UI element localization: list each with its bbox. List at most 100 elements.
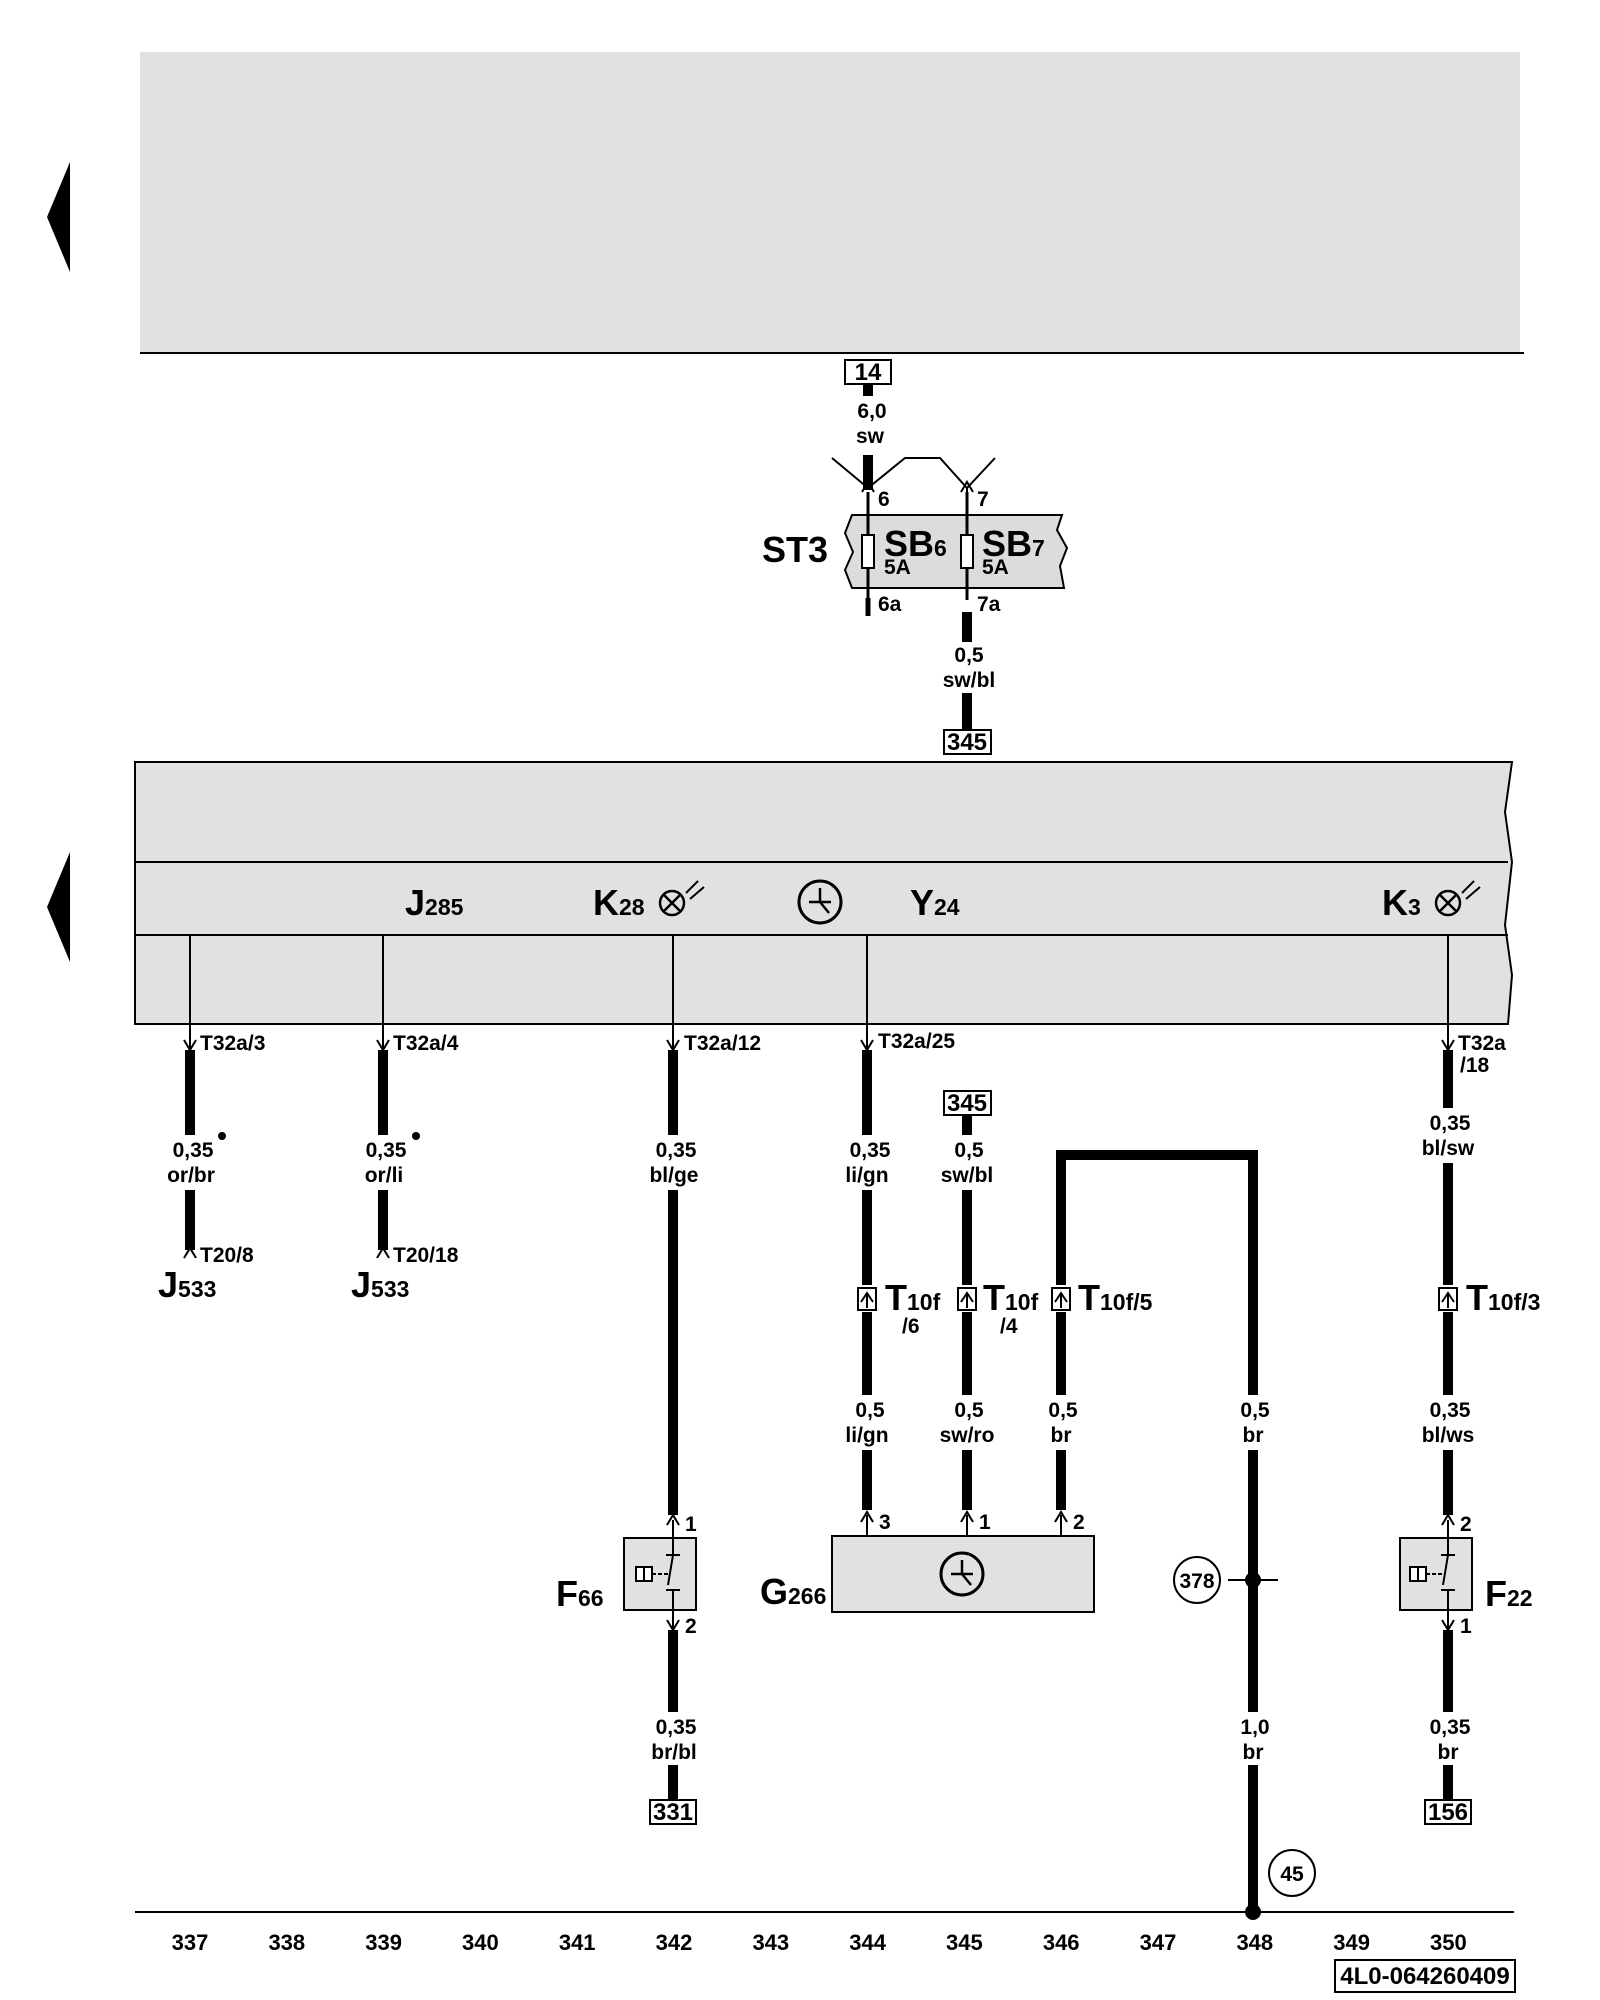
fuse-out-wire-size: 0,5 <box>954 644 984 667</box>
connector-box-14-label: 14 <box>855 359 882 386</box>
w4-connector-icon <box>857 1287 877 1311</box>
ruler-number: 349 <box>1333 1930 1370 1955</box>
control-unit-j285 <box>134 761 1514 1025</box>
ruler-number: 339 <box>365 1930 402 1955</box>
previous-page-arrow-icon[interactable] <box>47 162 70 272</box>
w2-color: or/li <box>365 1164 404 1187</box>
w4-size: 0,35 <box>850 1139 891 1162</box>
y24-clock-icon <box>797 879 843 925</box>
ruler-number: 343 <box>752 1930 789 1955</box>
ground-point-45 <box>1268 1849 1316 1897</box>
w5-size2: 0,5 <box>954 1399 984 1422</box>
fuse-holder-st3 <box>843 514 1069 589</box>
fuse-sb6-pin-out: 6a <box>878 593 902 616</box>
w3-size: 0,35 <box>656 1139 697 1162</box>
g266-label: G266 <box>760 1571 826 1612</box>
w8-color3: br <box>1438 1741 1459 1764</box>
g266-pin-2: 2 <box>1073 1511 1085 1534</box>
ruler-number: 346 <box>1043 1930 1080 1955</box>
w2-end-pin: T20/18 <box>393 1244 459 1267</box>
g266-clock-icon <box>939 1551 985 1597</box>
w6-color2: br <box>1051 1424 1072 1447</box>
ruler-number: 345 <box>946 1930 983 1955</box>
w6-connector-label: T10f/5 <box>1078 1277 1153 1318</box>
w1-pin: T32a/3 <box>200 1032 265 1055</box>
f22-pin-bottom: 1 <box>1460 1615 1472 1638</box>
w1-size: 0,35 <box>173 1139 214 1162</box>
f22-switch <box>1399 1537 1473 1611</box>
fuse-sb6-label: SB6 <box>884 523 947 564</box>
w4-color2: li/gn <box>845 1424 888 1447</box>
f66-pin-top: 1 <box>685 1513 697 1536</box>
w5-color: sw/bl <box>941 1164 994 1187</box>
f22-pin-top: 2 <box>1460 1513 1472 1536</box>
ruler-number: 348 <box>1236 1930 1273 1955</box>
f22-label: F22 <box>1485 1573 1533 1614</box>
ref-box-331 <box>649 1799 697 1825</box>
fuse-sb7-rating: 5A <box>982 556 1009 579</box>
previous-page-arrow-icon-2[interactable] <box>47 852 70 962</box>
ref-box-345-top-label: 345 <box>947 729 987 756</box>
k3-label: K3 <box>1382 882 1421 923</box>
splice-bridge <box>831 457 996 490</box>
w5-connector-label: T10f <box>983 1277 1039 1318</box>
w1-end-component: J533 <box>158 1264 216 1305</box>
w8-size2: 0,35 <box>1430 1399 1471 1422</box>
w7-color2: br <box>1243 1741 1264 1764</box>
w3-pin: T32a/12 <box>684 1032 761 1055</box>
fuse-sb6-icon <box>861 534 875 569</box>
w4-connector-pin: /6 <box>902 1315 920 1338</box>
w8-color2: bl/ws <box>1422 1424 1475 1447</box>
wire-size-label: 6,0 <box>857 400 886 423</box>
g266-pin-3: 3 <box>879 1511 891 1534</box>
w2-pin: T32a/4 <box>393 1032 459 1055</box>
ground-point-45-label: 45 <box>1280 1863 1304 1886</box>
fuse-sb7-pin-out: 7a <box>977 593 1001 616</box>
junction-378-label: 378 <box>1179 1570 1214 1593</box>
ref-box-345-label: 345 <box>947 1090 987 1117</box>
w4-connector-label: T10f <box>885 1277 941 1318</box>
ref-box-345 <box>943 1090 992 1116</box>
k28-lamp-icon <box>658 880 705 917</box>
w8-connector-label: T10f/3 <box>1466 1277 1540 1318</box>
k28-label: K28 <box>593 882 645 923</box>
w2-end-component: J533 <box>351 1264 409 1305</box>
junction-378 <box>1173 1556 1221 1604</box>
w6-size2: 0,5 <box>1048 1399 1078 1422</box>
fuse-holder-label: ST3 <box>762 529 828 570</box>
w4-pin: T32a/25 <box>878 1030 955 1053</box>
w4-color: li/gn <box>845 1164 888 1187</box>
w2-size: 0,35 <box>366 1139 407 1162</box>
ref-box-345-top <box>943 729 992 755</box>
w1-color: or/br <box>167 1164 215 1187</box>
ref-box-156-label: 156 <box>1428 1799 1468 1826</box>
w1-end-pin: T20/8 <box>200 1244 254 1267</box>
w5-connector-icon <box>957 1287 977 1311</box>
ruler-number: 344 <box>849 1930 886 1955</box>
fuse-sb6-rating: 5A <box>884 556 911 579</box>
k3-lamp-icon <box>1434 880 1481 917</box>
fuse-sb7-pin-in: 7 <box>977 488 989 511</box>
ruler-number: 347 <box>1140 1930 1177 1955</box>
w4-size2: 0,5 <box>855 1399 885 1422</box>
ref-box-156 <box>1424 1799 1472 1825</box>
g266-pin-1: 1 <box>979 1511 991 1534</box>
ruler-number: 340 <box>462 1930 499 1955</box>
w8-color: bl/sw <box>1422 1137 1475 1160</box>
fuse-sb7-icon <box>960 534 974 569</box>
ruler-number: 337 <box>172 1930 209 1955</box>
w5-color2: sw/ro <box>940 1424 995 1447</box>
ruler-number: 338 <box>268 1930 305 1955</box>
f66-label: F66 <box>556 1573 604 1614</box>
w7-size: 0,5 <box>1240 1399 1270 1422</box>
w8-size: 0,35 <box>1430 1112 1471 1135</box>
w6-connector-icon <box>1051 1287 1071 1311</box>
w8-pin-a: T32a <box>1458 1032 1506 1055</box>
y24-label: Y24 <box>910 882 960 923</box>
doc-number-box <box>1334 1959 1516 1993</box>
w8-pin-b: /18 <box>1460 1054 1490 1077</box>
j285-label: J285 <box>405 882 464 923</box>
fuse-sb6-pin-in: 6 <box>878 488 890 511</box>
ruler-number: 341 <box>559 1930 596 1955</box>
